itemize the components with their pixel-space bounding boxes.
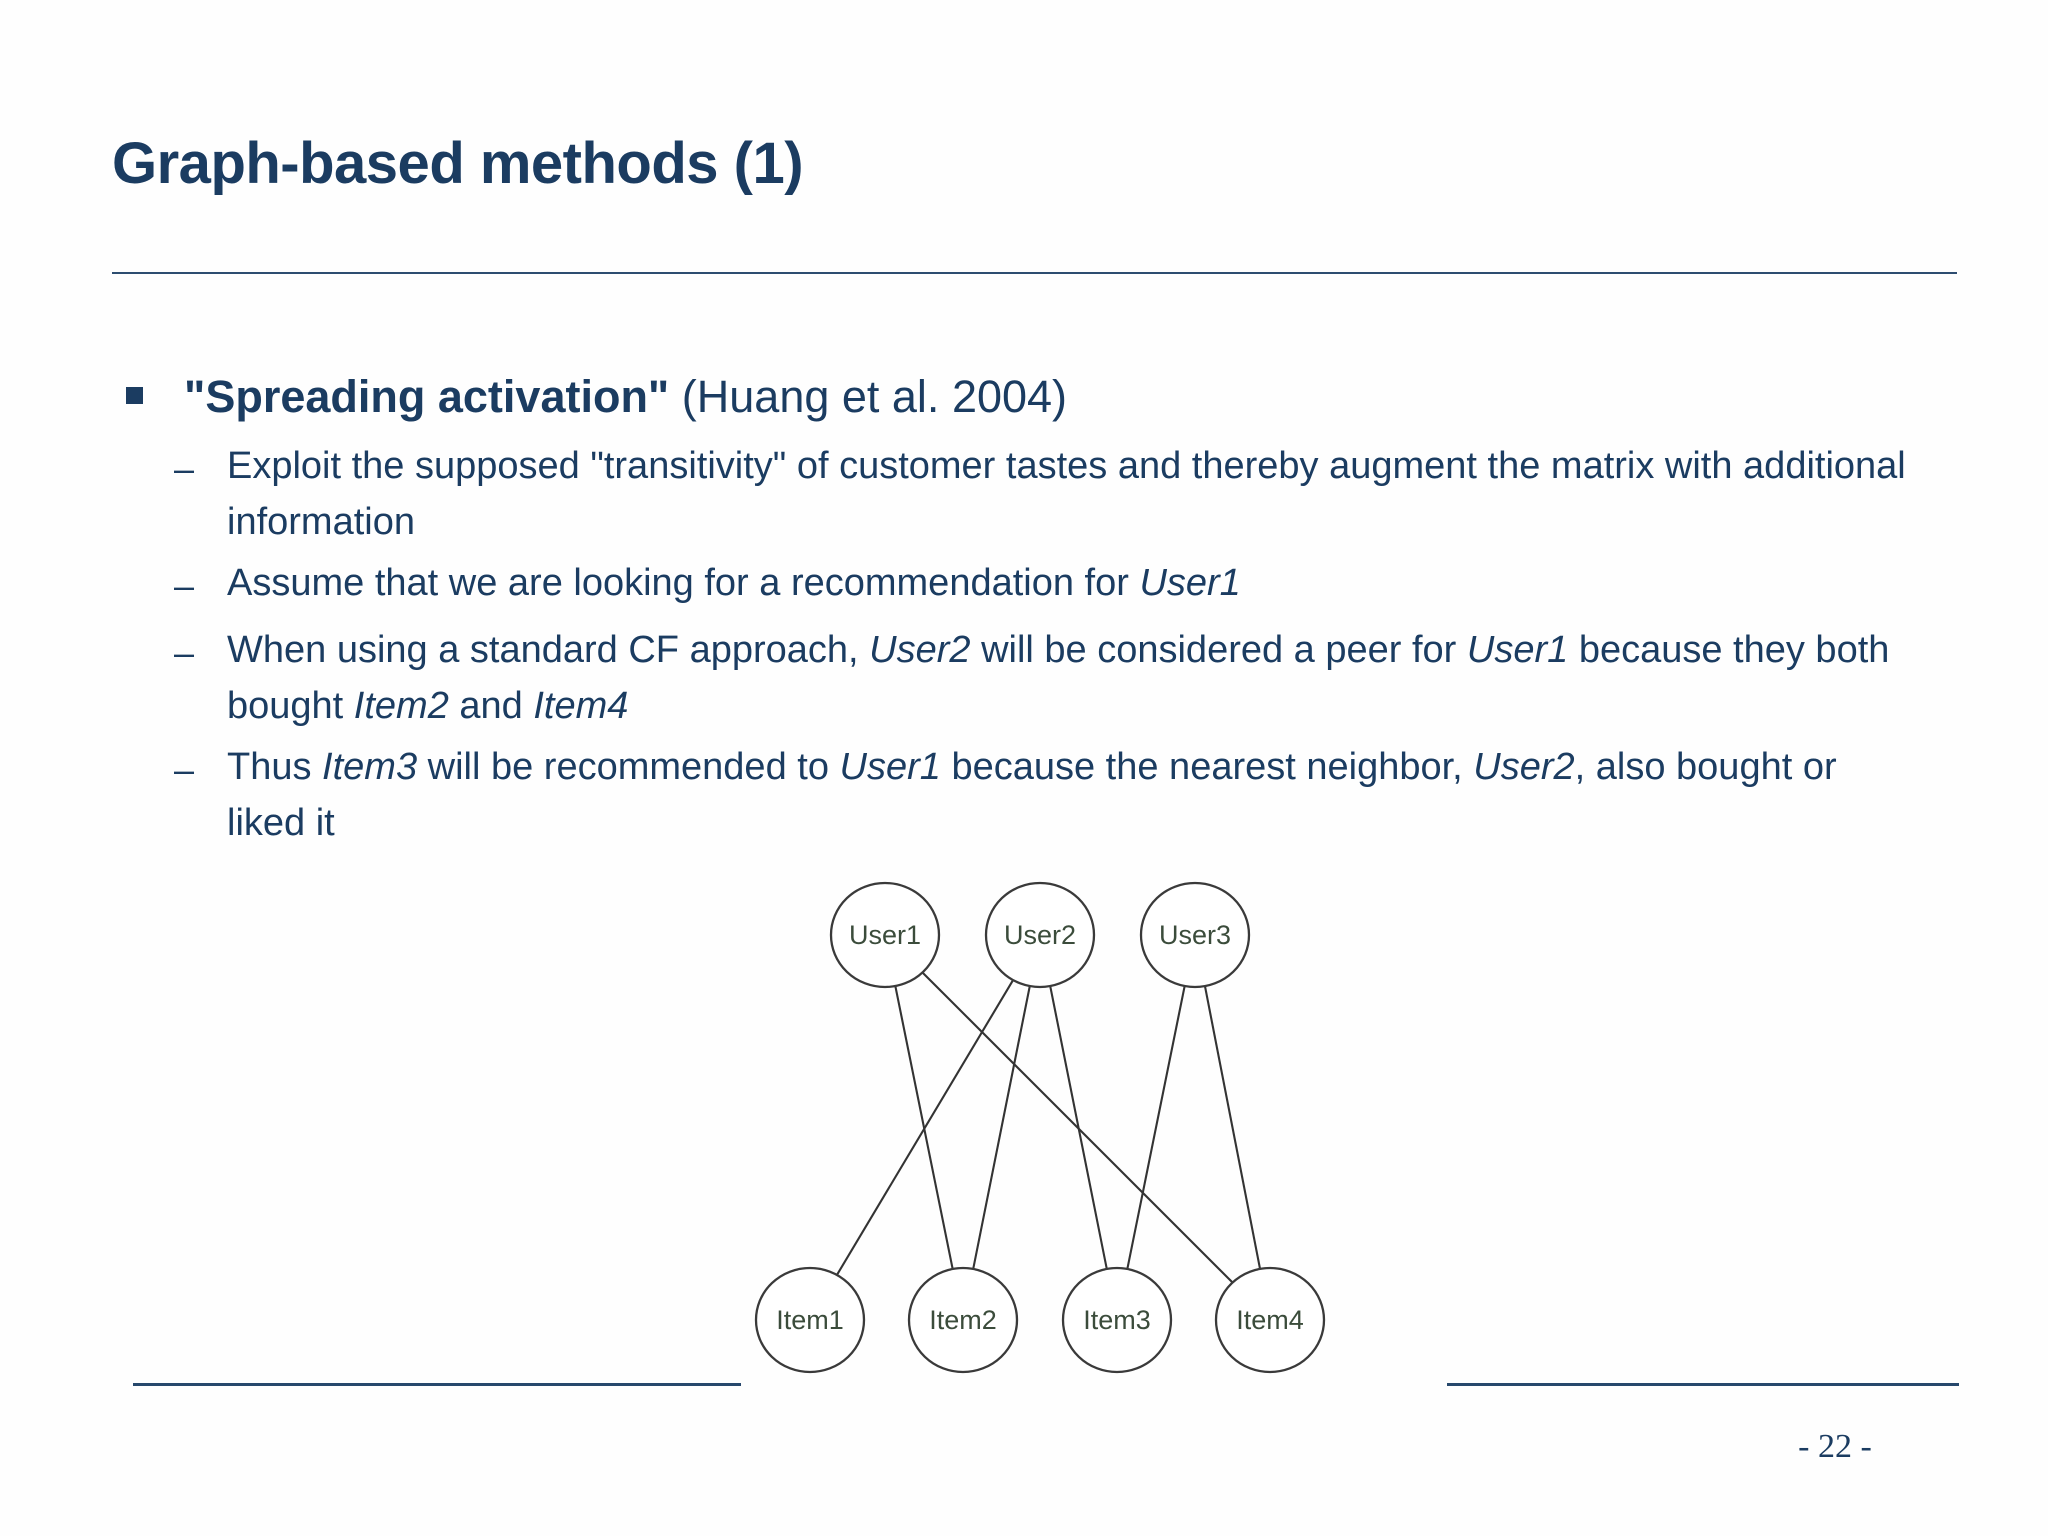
text-run: because they both bought: [227, 629, 1890, 727]
bullet-text: Assume that we are looking for a recomme…: [227, 555, 1241, 611]
bullet-level1-bold: "Spreading activation": [184, 371, 670, 422]
text-run: Thus: [227, 746, 323, 788]
emphasis-term: User1: [1466, 629, 1569, 671]
node-circle: [1061, 1266, 1173, 1374]
dash-bullet-icon: –: [174, 632, 195, 673]
text-run: When using a standard CF approach,: [227, 629, 870, 671]
page-title: Graph-based methods (1): [112, 131, 804, 196]
dash-bullet-icon: –: [174, 448, 195, 489]
graph-edge-user2-item1: [836, 979, 1014, 1276]
node-label: User3: [1159, 920, 1231, 950]
node-circle: [1139, 881, 1251, 989]
node-label: User1: [849, 920, 921, 950]
bullet-assume-recommendation: – Assume that we are looking for a recom…: [112, 555, 1972, 617]
emphasis-term: User1: [1139, 562, 1241, 604]
bullet-level1-citation: (Huang et al. 2004): [669, 371, 1068, 422]
graph-edge-user2-item3: [1049, 985, 1108, 1270]
node-circle: [754, 1266, 866, 1374]
node-circle: [907, 1266, 1019, 1374]
graph-edge-user3-item3: [1126, 985, 1186, 1270]
graph-edge-user3-item4: [1203, 985, 1262, 1270]
emphasis-term: User2: [1473, 746, 1575, 788]
bullet-exploit-transitivity: – Exploit the supposed "transitivity" of…: [112, 438, 1972, 550]
text-run: will be recommended to: [417, 746, 840, 788]
text-run: Assume that we are looking for a recomme…: [227, 562, 1140, 604]
text-run: and: [448, 685, 534, 727]
bullet-thus-recommendation: – Thus Item3 will be recommended to User…: [112, 739, 1972, 851]
text-run: will be considered a peer for: [970, 629, 1467, 671]
square-bullet-icon: [112, 368, 184, 420]
graph-node-user1: User1: [829, 881, 941, 989]
node-circle: [984, 881, 1096, 989]
graph-node-item2: Item2: [907, 1266, 1019, 1374]
graph-node-item3: Item3: [1061, 1266, 1173, 1374]
node-label: User2: [1004, 920, 1076, 950]
graph-node-user2: User2: [984, 881, 1096, 989]
node-circle: [1214, 1266, 1326, 1374]
bullet-level1: "Spreading activation" (Huang et al. 200…: [112, 368, 1972, 426]
title-divider: [112, 272, 1957, 274]
node-label: Item1: [776, 1305, 844, 1335]
emphasis-term: Item4: [533, 685, 629, 727]
graph-node-item1: Item1: [754, 1266, 866, 1374]
emphasis-term: User1: [839, 746, 941, 788]
graph-edge-user2-item2: [972, 985, 1031, 1270]
node-label: Item2: [929, 1305, 997, 1335]
text-run: because the nearest neighbor,: [940, 746, 1474, 788]
dash-bullet-icon: –: [174, 749, 195, 790]
dash-bullet-icon: –: [174, 565, 195, 606]
emphasis-term: Item3: [322, 746, 418, 788]
emphasis-term: User2: [869, 629, 971, 671]
text-run: Exploit the supposed "transitivity" of c…: [227, 445, 1906, 543]
emphasis-term: Item2: [353, 685, 449, 727]
bullet-text: Exploit the supposed "transitivity" of c…: [227, 438, 1907, 550]
graph-node-item4: Item4: [1214, 1266, 1326, 1374]
footer-rule-right: [1447, 1383, 1959, 1386]
bullet-text: Thus Item3 will be recommended to User1 …: [227, 739, 1907, 851]
content-body: "Spreading activation" (Huang et al. 200…: [112, 368, 1972, 856]
bullet-text: When using a standard CF approach, User2…: [227, 622, 1907, 734]
bullet-standard-cf-peer: – When using a standard CF approach, Use…: [112, 622, 1972, 734]
node-circle: [829, 881, 941, 989]
graph-node-user3: User3: [1139, 881, 1251, 989]
node-label: Item4: [1236, 1305, 1304, 1335]
bullet-level1-text: "Spreading activation" (Huang et al. 200…: [184, 368, 1067, 426]
node-label: Item3: [1083, 1305, 1151, 1335]
text-run: , also bought or liked it: [227, 746, 1837, 844]
page-number: - 22 -: [1798, 1428, 1872, 1465]
footer-rule-left: [133, 1383, 741, 1386]
